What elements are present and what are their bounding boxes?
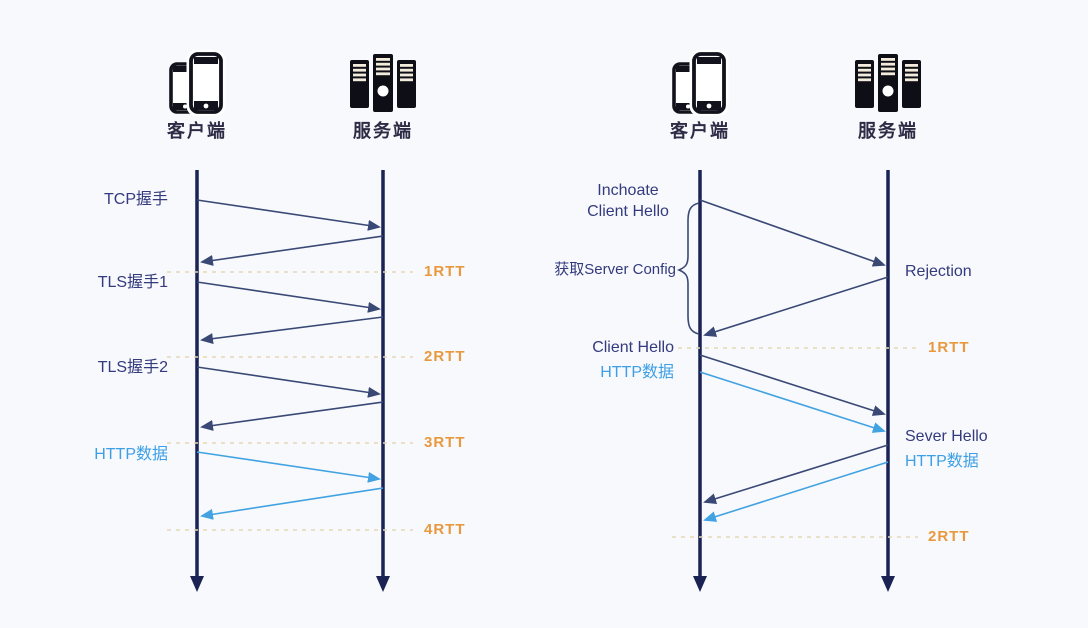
right-rtt-2-label: 2RTT [928,528,970,545]
left-rtt-dashes [167,271,413,531]
right-rtt-dashes [672,347,918,538]
left-lifelines [190,170,390,592]
right-rtt-1-label: 1RTT [928,339,970,356]
left-arrows-http [196,451,384,520]
client-hello-label: Client Hello [592,339,674,356]
rejection-label: Rejection [905,263,972,280]
left-arrows-dark [196,199,384,431]
left-tcp-handshake-label: TCP握手 [103,191,168,208]
left-rtt-4-label: 4RTT [424,521,466,538]
right-server-http-data-label: HTTP数据 [905,453,979,470]
left-tls-handshake1-label: TLS握手1 [97,274,168,291]
right-client-http-data-label: HTTP数据 [600,364,674,381]
left-client-actor-label: 客户端 [167,121,227,141]
right-client-actor-label: 客户端 [670,121,730,141]
left-rtt-2-label: 2RTT [424,348,466,365]
sever-hello-label: Sever Hello [905,428,988,445]
left-rtt-3-label: 3RTT [424,434,466,451]
left-tls-handshake2-label: TLS握手2 [97,359,168,376]
get-server-config-label: 获取Server Config [554,261,676,278]
client-devices-icon [169,50,226,116]
right-arrows-dark [699,199,889,504]
left-server-actor-label: 服务端 [353,121,413,141]
server-stack-icon [350,54,416,112]
right-server-actor-label: 服务端 [858,121,918,141]
inchoate-label-line2: Client Hello [587,203,669,220]
left-http-data-label: HTTP数据 [94,446,168,463]
right-lifelines [693,170,895,592]
server-stack-icon [855,54,921,112]
inchoate-label-line1: Inchoate [597,182,659,199]
right-arrows-http [699,371,889,522]
server-config-brace [676,202,700,335]
client-devices-icon [672,50,729,116]
left-rtt-1-label: 1RTT [424,263,466,280]
